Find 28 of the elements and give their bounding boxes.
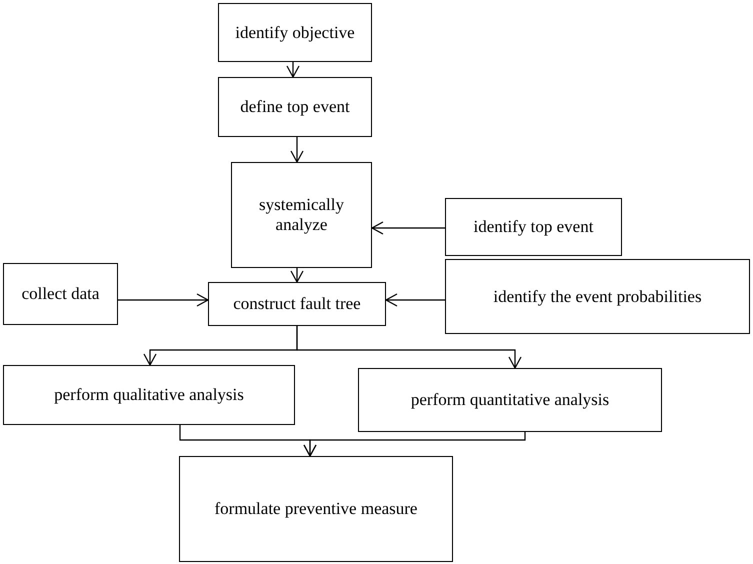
process-box <box>358 368 662 432</box>
box-label: identify the event probabilities <box>493 286 702 306</box>
box-label: systemically analyze <box>258 195 345 235</box>
arrow <box>303 432 526 457</box>
arrow <box>371 221 445 235</box>
process-box <box>218 77 372 137</box>
process-box <box>445 259 750 334</box>
box-label: identify top event <box>474 217 594 237</box>
arrow <box>290 137 304 163</box>
arrow <box>118 293 209 307</box>
box-label: construct fault tree <box>233 294 361 314</box>
box-label: formulate preventive measure <box>214 499 418 519</box>
process-box <box>231 162 372 268</box>
box-label: perform quantitative analysis <box>410 390 610 410</box>
process-box <box>3 365 295 425</box>
arrow <box>385 293 445 307</box>
arrow <box>290 268 304 283</box>
box-label: perform qualitative analysis <box>54 385 244 405</box>
box-label: identify objective <box>235 22 355 42</box>
process-box <box>179 456 453 562</box>
arrow <box>296 326 522 369</box>
box-label: collect data <box>22 284 100 304</box>
process-box <box>445 198 622 256</box>
process-box <box>3 263 118 325</box>
arrow <box>286 62 300 78</box>
process-box <box>218 3 372 62</box>
process-box <box>208 282 386 326</box>
box-label: define top event <box>240 97 350 117</box>
